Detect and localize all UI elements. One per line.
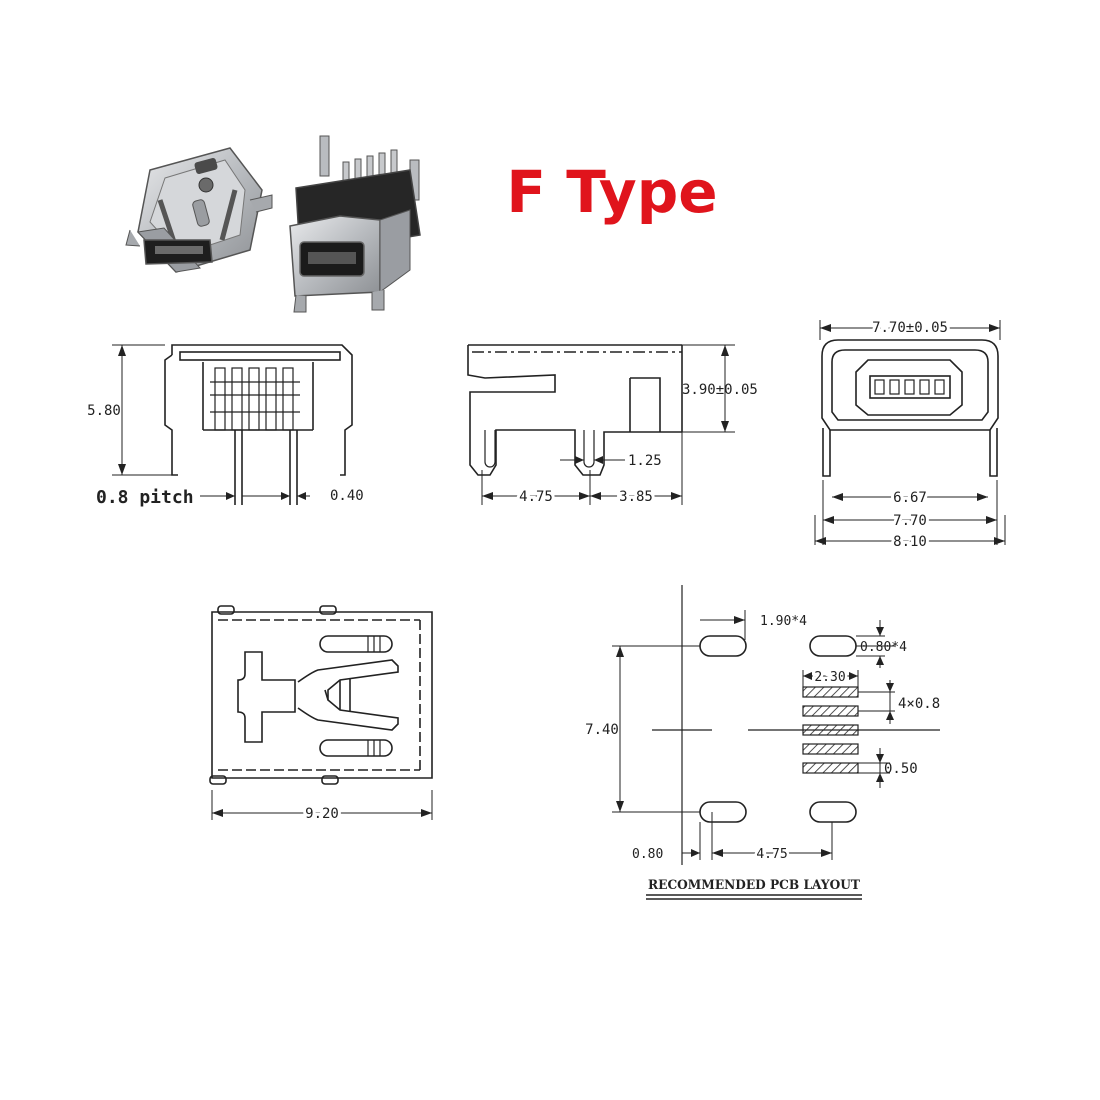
connector-photo-top-view: [125, 147, 273, 273]
side-dim-b-label: 3.85: [619, 489, 653, 505]
pcb-layout-drawing: [612, 585, 940, 900]
page-title: F Type: [506, 158, 717, 226]
pcb-spacing-label: 4.75: [756, 847, 787, 862]
side-slot-label: 1.25: [628, 453, 662, 469]
top-view-drawing: [209, 605, 433, 820]
front-pin-width-label: 0.40: [330, 488, 364, 504]
pcb-pad-width-label: 0.50: [884, 761, 918, 777]
front-view-drawing: [112, 344, 353, 505]
pcb-layout-caption: RECOMMENDED PCB LAYOUT: [648, 878, 860, 893]
end-inner-width-label: 6.67: [893, 490, 927, 506]
pcb-slot-width-label: 0.80*4: [860, 640, 907, 655]
end-view-drawing: [814, 320, 1006, 545]
end-body-width-label: 7.70: [893, 513, 927, 529]
side-view-drawing: [467, 344, 735, 505]
pcb-height-label: 7.40: [585, 722, 619, 738]
side-dim-a-label: 4.75: [519, 489, 553, 505]
side-height-label: 3.90±0.05: [682, 382, 758, 398]
end-overall-width-label: 8.10: [893, 534, 927, 550]
front-pitch-label: 0.8 pitch: [96, 487, 194, 508]
pcb-pad-length-label: 2.30: [814, 670, 845, 685]
connector-photo-front-view: [289, 135, 421, 313]
pcb-offset-label: 0.80: [632, 847, 663, 862]
top-length-label: 9.20: [305, 806, 339, 822]
pcb-pitch-label: 4×0.8: [898, 696, 940, 712]
end-top-width-label: 7.70±0.05: [872, 320, 948, 336]
front-height-label: 5.80: [87, 403, 121, 419]
pcb-slot-length-label: 1.90*4: [760, 614, 807, 629]
